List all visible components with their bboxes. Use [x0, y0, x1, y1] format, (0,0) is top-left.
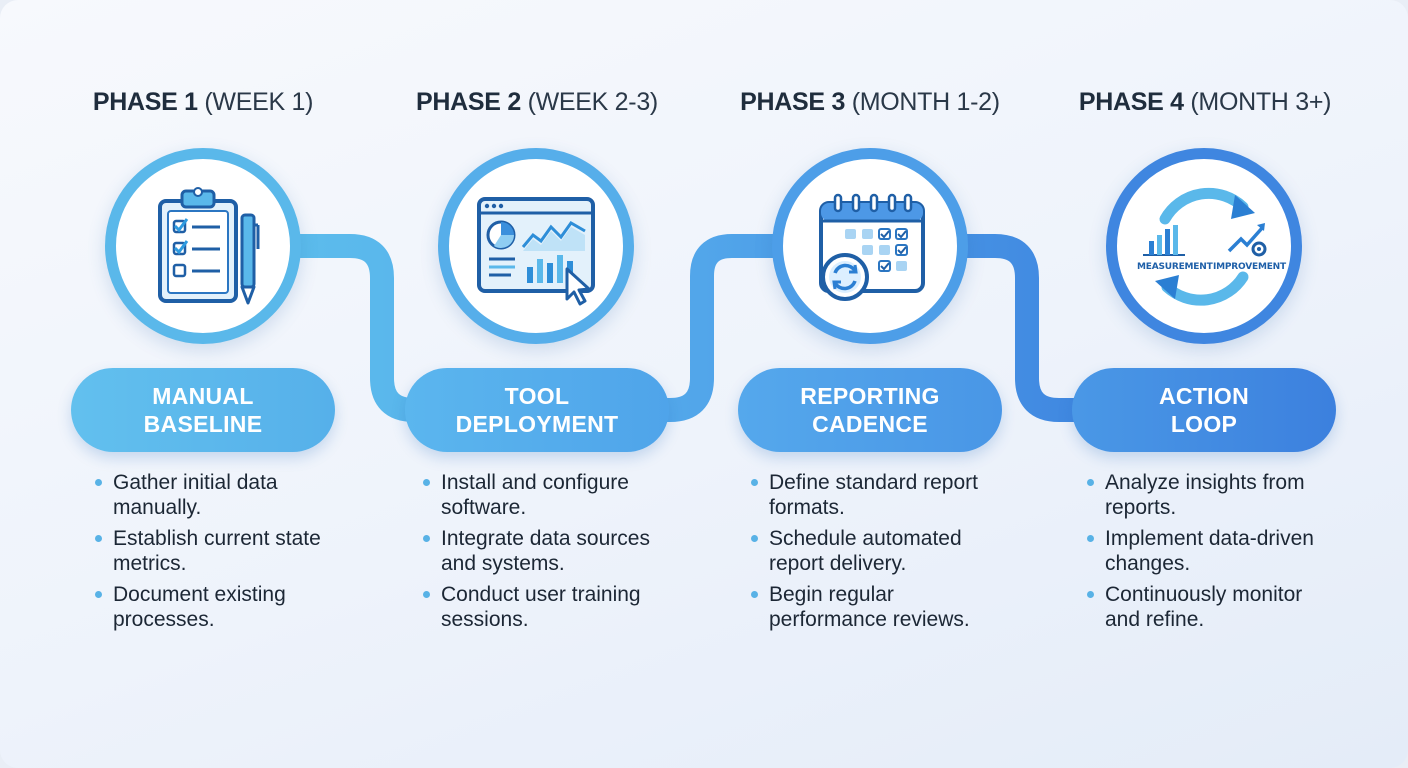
phase-3-bullets: Define standard report formats. Schedule…: [751, 470, 1001, 638]
phase-1-timeframe: (WEEK 1): [204, 88, 314, 116]
improvement-label: IMPROVEMENT: [1213, 262, 1286, 272]
phase-2-title-line1: TOOL: [504, 383, 570, 409]
bullet-dot: [1087, 535, 1094, 542]
phase-2-bullets: Install and configure software. Integrat…: [423, 470, 673, 638]
list-item: Define standard report formats.: [751, 470, 1001, 520]
bullet-dot: [423, 479, 430, 486]
bullet-dot: [751, 479, 758, 486]
phase-3-timeframe: (MONTH 1-2): [851, 88, 1000, 116]
bullet-dot: [1087, 591, 1094, 598]
list-item: Schedule automated report delivery.: [751, 526, 1001, 576]
phase-1-icon-circle: [105, 148, 301, 344]
phase-1-title-line2: BASELINE: [143, 411, 263, 437]
phase-4-title-pill: ACTION LOOP: [1072, 368, 1336, 452]
list-item: Establish current state metrics.: [95, 526, 345, 576]
list-item: Conduct user training sessions.: [423, 582, 673, 632]
phase-1-name: PHASE 1: [92, 88, 198, 116]
clipboard-checklist-pen-icon: [158, 187, 260, 305]
measurement-label: MEASUREMENT: [1137, 262, 1213, 272]
cycle-arrows-icon: [1143, 187, 1267, 306]
phase-4-title-line2: LOOP: [1170, 411, 1238, 437]
phase-2-heading: PHASE 2 (WEEK 2-3): [372, 88, 702, 117]
list-item: Implement data-driven changes.: [1087, 526, 1337, 576]
phase-3-title-line1: REPORTING: [800, 383, 940, 409]
bullet-dot: [95, 591, 102, 598]
phase-2-timeframe: (WEEK 2-3): [527, 88, 659, 116]
phase-4-heading: PHASE 4 (MONTH 3+): [1040, 88, 1370, 117]
phase-1-title-line1: MANUAL: [152, 383, 254, 409]
phase-1-heading: PHASE 1 (WEEK 1): [38, 88, 368, 117]
phase-4-icon-circle: MEASUREMENT IMPROVEMENT: [1106, 148, 1302, 344]
phase-2-title-pill: TOOL DEPLOYMENT: [405, 368, 669, 452]
bullet-dot: [423, 591, 430, 598]
bullet-dot: [95, 479, 102, 486]
phase-3-heading: PHASE 3 (MONTH 1-2): [705, 88, 1035, 117]
phase-3-icon-circle: [772, 148, 968, 344]
list-item: Begin regular performance reviews.: [751, 582, 1001, 632]
phase-2-title-line2: DEPLOYMENT: [455, 411, 619, 437]
phase-4-title-line1: ACTION: [1159, 383, 1249, 409]
list-item: Install and configure software.: [423, 470, 673, 520]
phase-4-timeframe: (MONTH 3+): [1190, 88, 1332, 116]
bullet-dot: [95, 535, 102, 542]
list-item: Gather initial data manually.: [95, 470, 345, 520]
list-item: Analyze insights from reports.: [1087, 470, 1337, 520]
list-item: Integrate data sources and systems.: [423, 526, 673, 576]
phase-2-name: PHASE 2: [416, 88, 521, 116]
phase-4-name: PHASE 4: [1078, 88, 1184, 116]
list-item: Continuously monitor and refine.: [1087, 582, 1337, 632]
dashboard-window-cursor-icon: [477, 197, 595, 306]
phase-1-bullets: Gather initial data manually. Establish …: [95, 470, 345, 638]
bullet-dot: [751, 535, 758, 542]
bullet-dot: [423, 535, 430, 542]
bullet-dot: [751, 591, 758, 598]
phase-1-title-pill: MANUAL BASELINE: [71, 368, 335, 452]
calendar-refresh-icon: [819, 193, 925, 301]
phase-3-name: PHASE 3: [740, 88, 846, 116]
phase-2-icon-circle: [438, 148, 634, 344]
phase-4-bullets: Analyze insights from reports. Implement…: [1087, 470, 1337, 638]
phase-3-title-line2: CADENCE: [812, 411, 928, 437]
phase-3-title-pill: REPORTING CADENCE: [738, 368, 1002, 452]
list-item: Document existing processes.: [95, 582, 345, 632]
bullet-dot: [1087, 479, 1094, 486]
